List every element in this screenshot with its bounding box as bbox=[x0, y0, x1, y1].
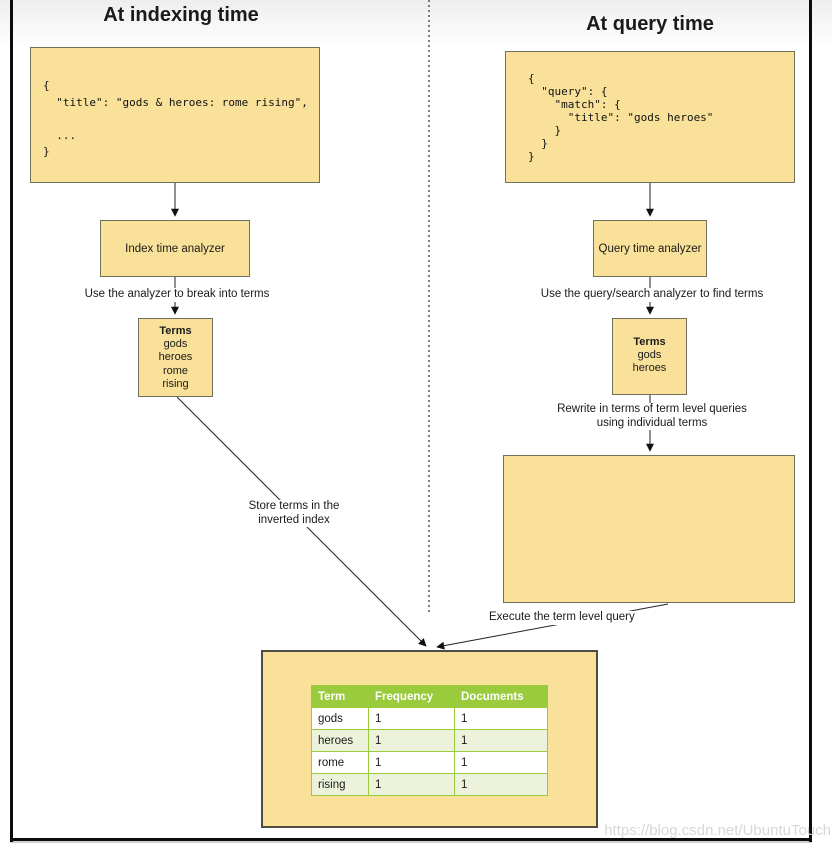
column-header-frequency: Frequency bbox=[368, 685, 455, 708]
left-column-title: At indexing time bbox=[103, 4, 259, 26]
query-terms-title: Terms bbox=[633, 336, 666, 348]
index-terms-box: Terms gods heroes rome rising bbox=[138, 318, 213, 397]
query-terms-box: Terms gods heroes bbox=[612, 318, 687, 395]
bool-query-json bbox=[504, 456, 794, 464]
cell-documents: 1 bbox=[454, 729, 548, 752]
table-row: heroes 1 1 bbox=[311, 729, 548, 752]
column-header-documents: Documents bbox=[454, 685, 548, 708]
index-term: heroes bbox=[158, 351, 193, 364]
cell-term: rome bbox=[311, 751, 369, 774]
source-document-json: { "title": "gods & heroes: rome rising",… bbox=[43, 79, 308, 158]
cell-frequency: 1 bbox=[368, 751, 455, 774]
cell-documents: 1 bbox=[454, 707, 548, 730]
inverted-index-table: Term Frequency Documents gods 1 1 heroes… bbox=[311, 685, 548, 796]
query-term: heroes bbox=[632, 362, 667, 375]
cell-documents: 1 bbox=[454, 751, 548, 774]
frame-right-border bbox=[809, 0, 812, 842]
execute-note: Execute the term level query bbox=[487, 611, 641, 625]
table-row: rising 1 1 bbox=[311, 773, 548, 796]
index-terms-title: Terms bbox=[159, 325, 192, 337]
cell-frequency: 1 bbox=[368, 773, 455, 796]
cell-frequency: 1 bbox=[368, 707, 455, 730]
index-term: rome bbox=[162, 364, 189, 377]
column-header-term: Term bbox=[311, 685, 369, 708]
table-row: rome 1 1 bbox=[311, 751, 548, 774]
query-term: gods bbox=[637, 349, 662, 362]
index-analyzer-note: Use the analyzer to break into terms bbox=[80, 288, 274, 302]
inverted-index-box: Term Frequency Documents gods 1 1 heroes… bbox=[261, 650, 598, 828]
source-document-box: { "title": "gods & heroes: rome rising",… bbox=[30, 47, 320, 183]
query-time-analyzer-label: Query time analyzer bbox=[598, 242, 702, 255]
rewrite-note: Rewrite in terms of term level queries u… bbox=[530, 403, 774, 430]
cell-documents: 1 bbox=[454, 773, 548, 796]
frame-bottom-border bbox=[10, 838, 812, 841]
query-time-analyzer-box: Query time analyzer bbox=[593, 220, 707, 277]
store-terms-note: Store terms in the inverted index bbox=[212, 500, 376, 527]
query-analyzer-note: Use the query/search analyzer to find te… bbox=[535, 288, 769, 302]
right-column-title: At query time bbox=[586, 13, 714, 35]
table-header-row: Term Frequency Documents bbox=[311, 685, 548, 708]
index-term: rising bbox=[162, 377, 189, 390]
table-row: gods 1 1 bbox=[311, 707, 548, 730]
cell-term: rising bbox=[311, 773, 369, 796]
cell-term: heroes bbox=[311, 729, 369, 752]
cell-term: gods bbox=[311, 707, 369, 730]
bool-query-box bbox=[503, 455, 795, 603]
match-query-box: { "query": { "match": { "title": "gods h… bbox=[505, 51, 795, 183]
index-time-analyzer-box: Index time analyzer bbox=[100, 220, 250, 277]
match-query-json: { "query": { "match": { "title": "gods h… bbox=[528, 72, 714, 163]
frame-left-border bbox=[10, 0, 13, 842]
index-time-analyzer-label: Index time analyzer bbox=[125, 242, 225, 255]
watermark-url: https://blog.csdn.net/UbuntuTouch bbox=[604, 822, 831, 839]
index-term: gods bbox=[163, 338, 188, 351]
cell-frequency: 1 bbox=[368, 729, 455, 752]
